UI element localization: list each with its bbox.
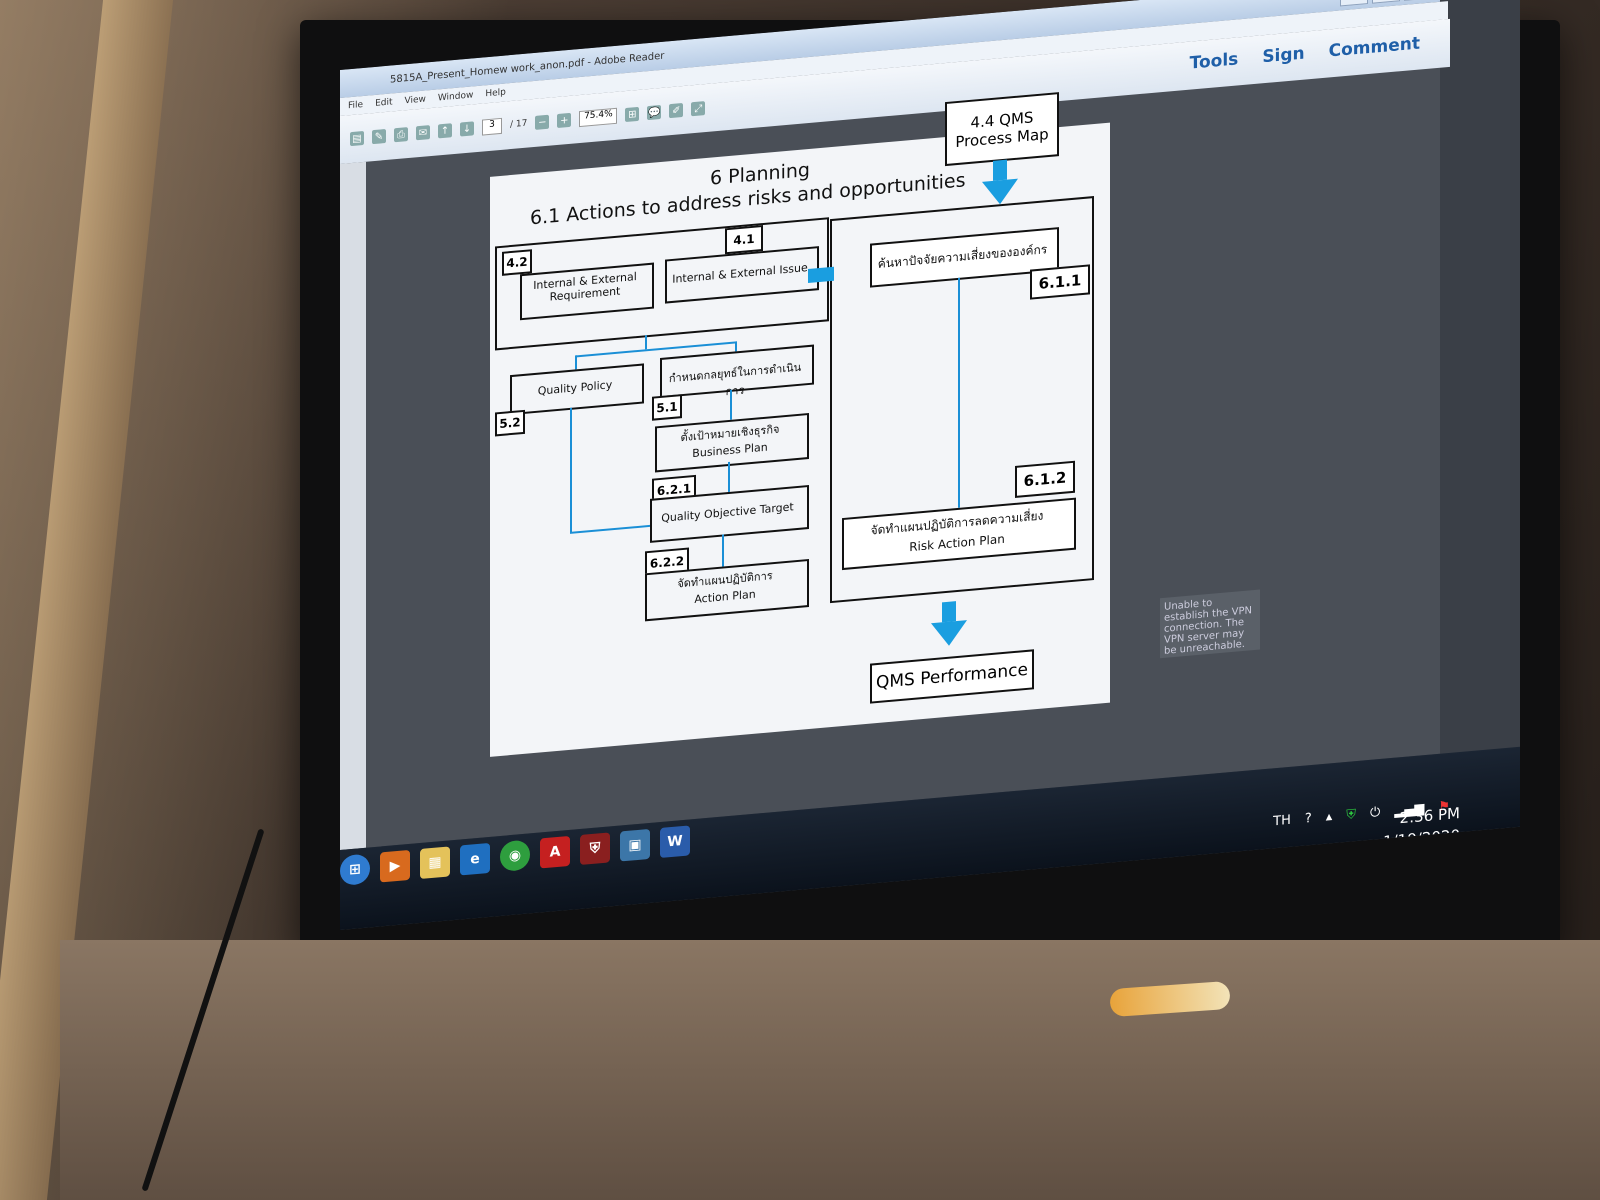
- menu-file[interactable]: File: [348, 99, 364, 112]
- start-orb-icon[interactable]: ⊞: [340, 853, 370, 886]
- connector: [728, 461, 730, 493]
- shield-icon[interactable]: ⛨: [1346, 807, 1357, 823]
- tag-5-2: 5.2: [495, 409, 525, 437]
- language-indicator[interactable]: TH: [1273, 812, 1291, 830]
- comment-icon[interactable]: 💬: [647, 104, 662, 121]
- tag-6-1-1: 6.1.1: [1030, 264, 1090, 300]
- connector: [570, 524, 650, 534]
- highlight-icon[interactable]: ✐: [669, 102, 684, 119]
- minimize-button[interactable]: –: [1340, 0, 1368, 7]
- power-icon[interactable]: ⏻: [1370, 804, 1381, 821]
- connector: [575, 355, 577, 370]
- down-arrow-icon: [982, 178, 1018, 206]
- prev-page-icon[interactable]: ↑: [438, 123, 452, 139]
- connector: [730, 389, 732, 420]
- connector: [958, 277, 960, 508]
- email-icon[interactable]: ✉: [416, 125, 430, 141]
- acrobat-icon[interactable]: A: [540, 835, 570, 869]
- tab-tools[interactable]: Tools: [1189, 49, 1239, 74]
- tag-5-1: 5.1: [652, 394, 682, 421]
- close-button[interactable]: ✕: [1404, 0, 1432, 1]
- right-arrow-stem: [808, 266, 834, 284]
- fullscreen-icon[interactable]: ⤢: [691, 101, 706, 117]
- media-player-icon[interactable]: ▶: [380, 849, 410, 883]
- help-icon[interactable]: ?: [1304, 810, 1312, 827]
- connector: [722, 534, 724, 567]
- down-arrow-icon: [931, 620, 967, 648]
- qms-performance-box: QMS Performance: [870, 649, 1034, 704]
- zoom-level-field[interactable]: 75.4%: [579, 107, 618, 128]
- qms-process-map-box: 4.4 QMS Process Map: [945, 92, 1059, 167]
- connector: [570, 407, 572, 533]
- menu-window[interactable]: Window: [437, 90, 474, 104]
- risk-section: 4.4 QMS Process Map ค้นหาปัจจัยความเสี่ย…: [808, 83, 1110, 727]
- pdf-reader-window: 5815A_Present_Homew work_anon.pdf - Adob…: [340, 0, 1450, 851]
- down-arrow-stem: [942, 601, 956, 623]
- navigation-pane[interactable]: [340, 161, 366, 851]
- menu-view[interactable]: View: [404, 94, 426, 107]
- open-icon[interactable]: ▤: [350, 130, 364, 147]
- monitor-screen: 5815A_Present_Homew work_anon.pdf - Adob…: [340, 0, 1520, 931]
- zoom-in-icon[interactable]: +: [557, 112, 572, 128]
- shelf: [60, 940, 1600, 1200]
- document-page: 6 Planning 6.1 Actions to address risks …: [490, 92, 1110, 757]
- zoom-out-icon[interactable]: −: [535, 114, 550, 130]
- tag-4-2: 4.2: [502, 249, 532, 276]
- show-hidden-icons-icon[interactable]: ▴: [1325, 809, 1333, 825]
- vpn-notification[interactable]: Unable to establish the VPN connection. …: [1160, 589, 1260, 659]
- down-arrow-stem: [993, 159, 1007, 181]
- fit-page-icon[interactable]: ⊞: [625, 106, 640, 123]
- security-icon[interactable]: ⛨: [580, 832, 610, 866]
- page-number-field[interactable]: 3: [482, 117, 502, 136]
- chrome-icon[interactable]: ◉: [500, 839, 530, 873]
- internet-explorer-icon[interactable]: e: [460, 842, 490, 876]
- print-icon[interactable]: ⎙: [394, 127, 408, 143]
- tag-6-1-2: 6.1.2: [1015, 460, 1075, 498]
- connector: [645, 335, 647, 350]
- next-page-icon[interactable]: ↓: [460, 121, 474, 137]
- file-explorer-icon[interactable]: ▦: [420, 846, 450, 880]
- tab-sign[interactable]: Sign: [1262, 43, 1305, 68]
- word-icon[interactable]: W: [660, 825, 690, 859]
- create-icon[interactable]: ✎: [372, 128, 386, 145]
- page-total: / 17: [510, 118, 528, 131]
- menu-help[interactable]: Help: [485, 87, 506, 100]
- menu-edit[interactable]: Edit: [375, 97, 393, 109]
- maximize-button[interactable]: □: [1372, 0, 1400, 4]
- network-icon[interactable]: ▣: [620, 828, 650, 862]
- tag-4-1: 4.1: [725, 224, 763, 255]
